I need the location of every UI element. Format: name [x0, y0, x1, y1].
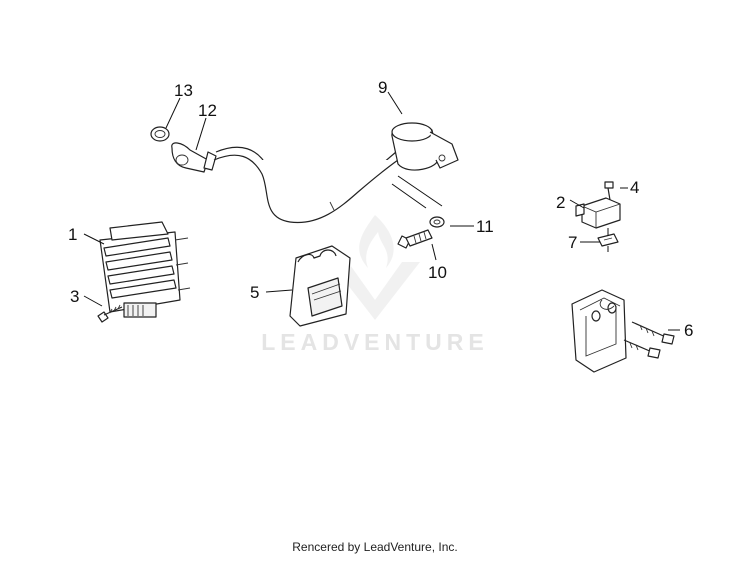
screw-4: [604, 181, 614, 201]
bolt-6b: [623, 339, 661, 359]
sleeve-13: [150, 126, 170, 142]
clip-nut-7: [597, 228, 619, 252]
spark-cap-12: [171, 142, 217, 173]
callout-3: 3: [70, 287, 79, 306]
callout-6: 6: [684, 321, 693, 340]
washer-11: [429, 216, 445, 228]
callout-4: 4: [630, 178, 639, 197]
cdi-unit-5: [289, 245, 351, 327]
leadventure-watermark: LEADVENTURE: [261, 215, 489, 355]
credit-text: Rencered by LeadVenture, Inc.: [292, 540, 458, 554]
relay-2: [575, 197, 621, 229]
bolt-6a: [631, 321, 675, 345]
watermark-text: LEADVENTURE: [261, 329, 489, 355]
callout-7: 7: [568, 233, 577, 252]
regulator-rectifier: [99, 221, 191, 318]
callout-12: 12: [198, 101, 217, 120]
coil-bolt-10: [397, 229, 433, 249]
watermark-logo: [330, 215, 420, 320]
callout-1: 1: [68, 225, 77, 244]
bolt-3: [97, 304, 123, 323]
callout-13: 13: [174, 81, 193, 100]
callout-9: 9: [378, 78, 387, 97]
callout-10: 10: [428, 263, 447, 282]
ignition-coil-9: [213, 122, 459, 224]
callout-5: 5: [250, 283, 259, 302]
callout-2: 2: [556, 193, 565, 212]
bracket-6: [571, 289, 627, 373]
callout-11: 11: [476, 217, 494, 236]
leader-lines: [83, 91, 680, 331]
